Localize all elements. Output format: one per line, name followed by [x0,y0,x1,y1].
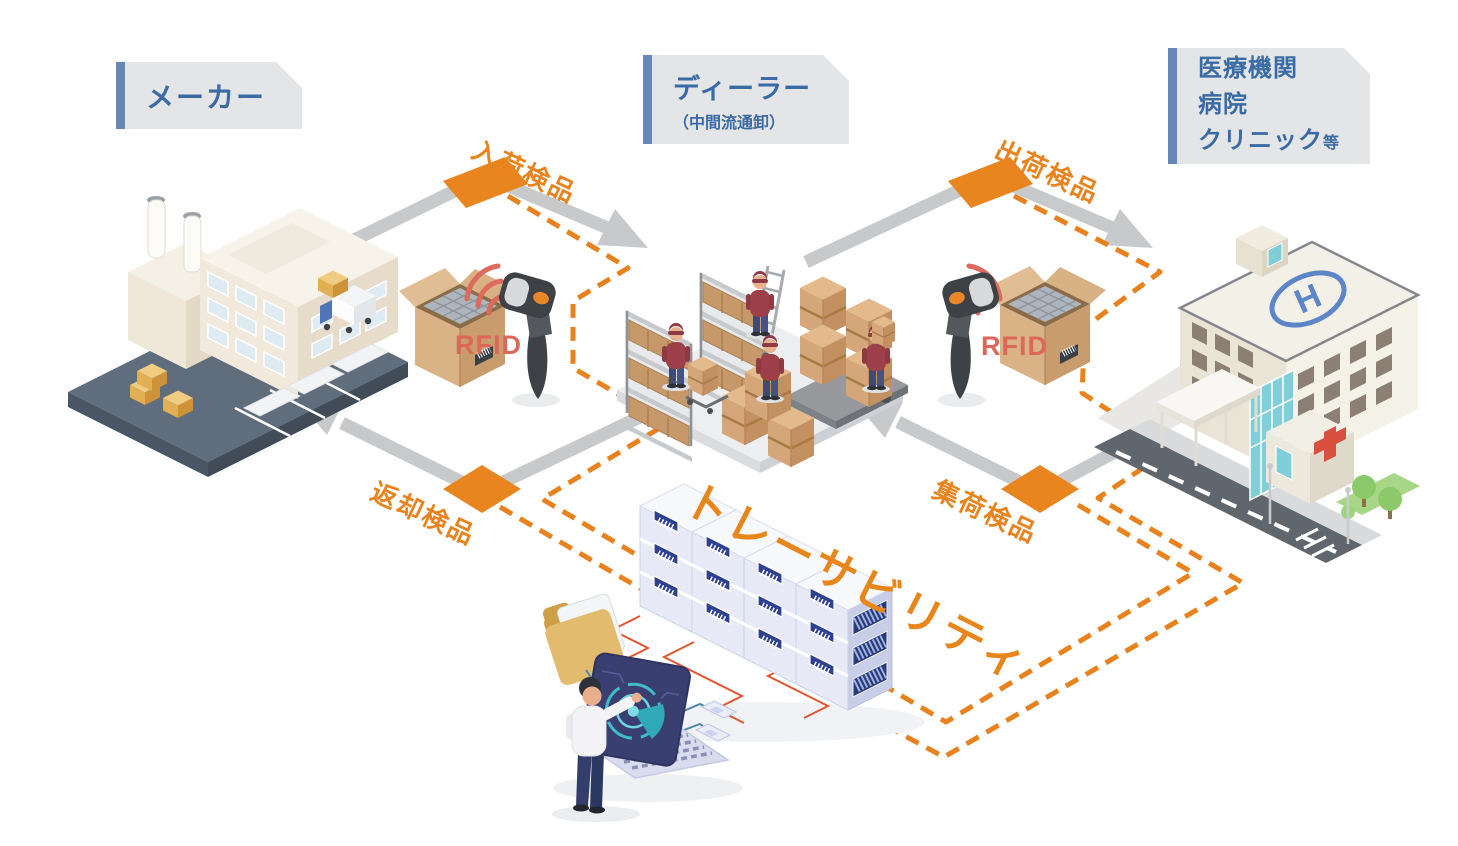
dashed-route-pickup [854,502,1196,725]
dealer-sublabel-text: （中間流通卸） [673,114,786,132]
maker-node-label: メーカー [116,62,302,129]
server-barcode-panels [852,599,888,698]
operator-person-icon [552,677,642,822]
label-accent-bar [1168,48,1177,164]
dealer-node-label: ディーラー （中間流通卸） [643,55,849,144]
label-accent-bar [116,62,125,129]
red-cross-icon [1314,426,1346,462]
factory-illustration [68,196,408,477]
label-accent-bar [643,55,652,144]
rfid-label-left: RFID [455,330,522,360]
carton-box-right-icon [984,266,1106,385]
maker-label-text: メーカー [146,81,267,113]
dashed-route-inbound [506,193,671,561]
rfid-label-right: RFID [981,331,1048,361]
checkpoint-diamond-return [443,465,521,513]
truck-icon [320,285,376,334]
canopy [1156,369,1260,466]
medical-label-suffix: 等 [1323,134,1341,152]
medical-label-line1: 医療機関 [1198,54,1298,82]
rooftop-box [1236,225,1288,277]
checkpoint-diamond-inbound [443,157,528,208]
laptop-icon [553,652,743,802]
checkpoint-diamond-outbound [948,157,1033,208]
dashed-route-outbound [836,193,1246,760]
pallet-crates-icon [130,270,348,418]
hospital-illustration: H [1094,225,1421,563]
medical-label-line2: 病院 [1198,90,1248,118]
warehouse-illustration [617,265,908,473]
dashed-route-return [498,504,652,597]
dealer-label-text: ディーラー [673,73,812,104]
medical-label-line3: クリニック等 [1198,126,1341,154]
medical-node-label: 医療機関 病院 クリニック等 [1168,48,1370,164]
checkpoint-diamond-pickup [1001,465,1079,513]
